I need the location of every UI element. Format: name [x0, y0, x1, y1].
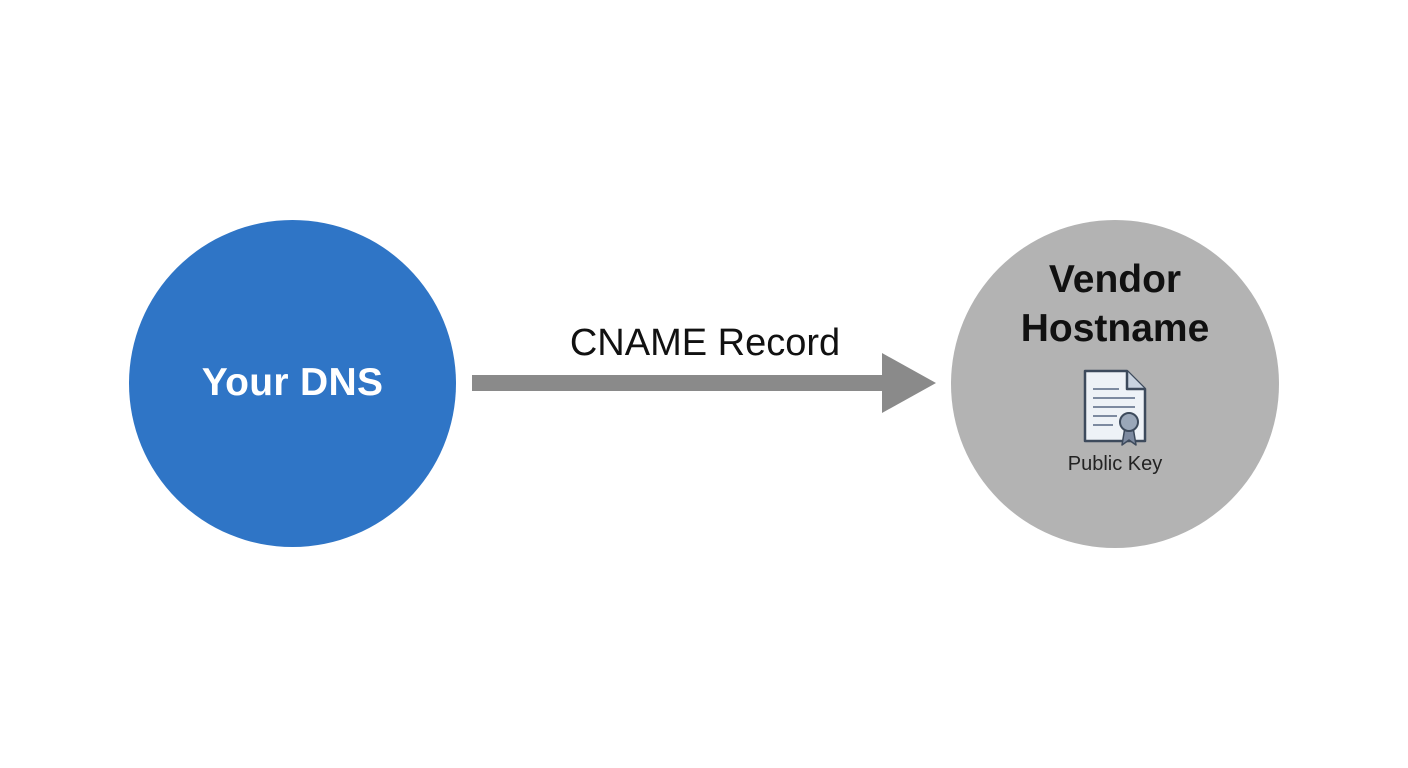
vendor-hostname-label: Vendor Hostname	[1020, 257, 1210, 350]
certificate-document-icon	[1083, 369, 1147, 446]
vendor-hostname-node: Vendor Hostname Public Key	[951, 220, 1279, 548]
cname-arrow	[472, 353, 936, 413]
arrow-shaft	[472, 375, 887, 391]
public-key-label: Public Key	[1067, 452, 1163, 475]
your-dns-label: Your DNS	[201, 360, 384, 404]
cname-record-label: CNAME Record	[569, 322, 841, 364]
your-dns-node: Your DNS	[129, 220, 456, 547]
arrow-head	[882, 353, 936, 413]
